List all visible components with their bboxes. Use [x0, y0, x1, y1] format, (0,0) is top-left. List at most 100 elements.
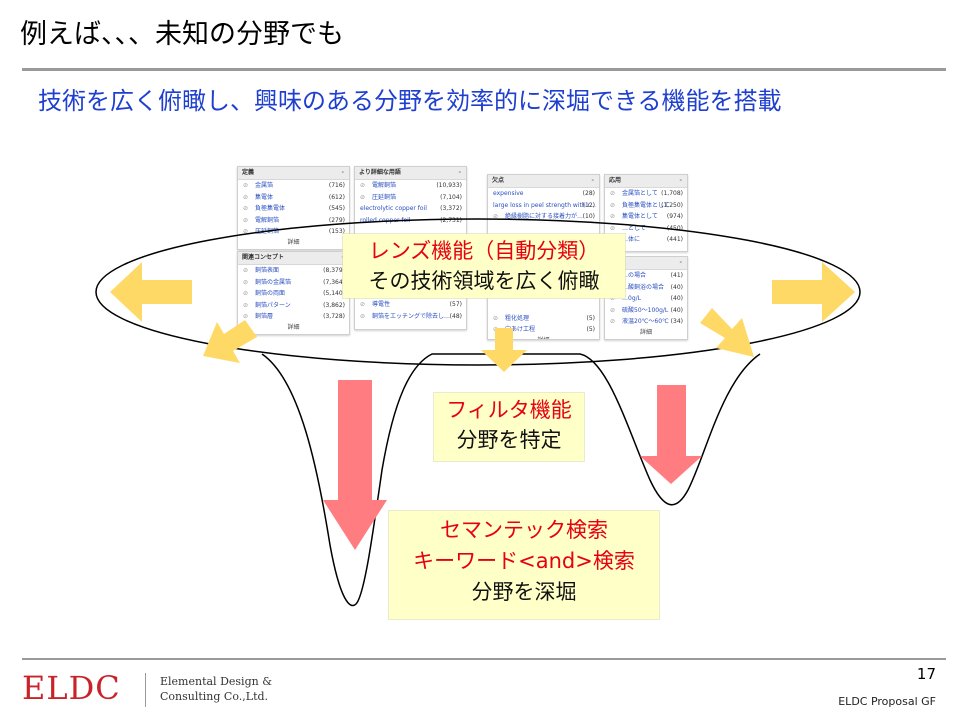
list-item[interactable]: ⊘圧延銅箔(7,104) [355, 192, 466, 204]
list-item[interactable]: ⊘銅箔層(3,728) [238, 311, 349, 323]
company-name-line2: Consulting Co.,Ltd. [160, 690, 269, 703]
term-count: (7,364) [323, 278, 345, 286]
tag-icon: ⊘ [493, 213, 499, 220]
term-link[interactable]: 液温20℃～60℃ [622, 318, 669, 325]
tag-icon: ⊘ [610, 224, 616, 232]
funnel-curve [261, 353, 761, 607]
lens-feature-title: レンズ機能（自動分類） [368, 239, 600, 263]
term-link[interactable]: 集電体として [622, 213, 658, 220]
term-link[interactable]: 導電性 [372, 301, 391, 308]
term-link[interactable]: electrolytic copper foil [360, 205, 427, 212]
semantic-search-callout: セマンテック検索 キーワード<and>検索 分野を深堀 [389, 511, 659, 619]
lens-feature-callout: レンズ機能（自動分類） その技術領域を広く俯瞰 [343, 234, 625, 298]
semantic-search-description: 分野を深堀 [471, 580, 577, 604]
list-item[interactable]: ⊘銅箔をエッチングで除去し…(48) [355, 311, 466, 323]
list-item[interactable]: ⊘硫酸50～100g/L(40) [605, 305, 687, 317]
term-link[interactable]: 粗化処理 [505, 314, 530, 322]
term-link[interactable]: 銅箔層 [255, 313, 274, 320]
list-item[interactable]: ⊘絶縁樹脂に対する接着力が…(10) [488, 211, 599, 223]
list-item[interactable]: ⊘銅箔の両面(5,140) [238, 288, 349, 300]
list-item[interactable]: ⊘銅箔パターン(3,862) [238, 300, 349, 312]
panel-header: 応用 - [605, 175, 687, 188]
term-link[interactable]: …の場合 [622, 272, 647, 279]
list-item[interactable]: rolled copper foil(2,731) [355, 215, 466, 227]
tag-icon: ⊘ [243, 290, 249, 297]
term-count: (1,250) [661, 201, 683, 209]
term-link[interactable]: 銅箔表面 [255, 267, 280, 274]
filter-feature-title: フィルタ機能 [446, 398, 572, 422]
panel-header: - [605, 257, 687, 270]
list-item[interactable]: ⊘金属箔として(1,708) [605, 188, 687, 200]
term-link[interactable]: …体に [622, 236, 641, 243]
list-item[interactable]: ⊘集電体として(974) [605, 211, 687, 223]
term-count: (40) [670, 283, 683, 291]
list-item[interactable]: ⊘負極集電体(545) [238, 203, 349, 215]
term-link[interactable]: expensive [493, 190, 524, 197]
list-item[interactable]: ⊘…0g/L(40) [605, 293, 687, 305]
term-count: (3,862) [323, 301, 345, 309]
term-count: (974) [666, 213, 683, 220]
list-item[interactable]: ⊘導電性(57) [355, 299, 466, 311]
red-arrow-right [640, 385, 702, 484]
panel-title: 定義 [242, 169, 255, 176]
collapse-icon[interactable]: - [679, 259, 683, 266]
tag-icon: ⊘ [243, 267, 249, 274]
term-link[interactable]: 銅箔をエッチングで除去し… [372, 312, 451, 320]
term-count: (7,104) [440, 193, 462, 201]
panel-title: 関連コンセプト [242, 254, 285, 261]
panel-header: より詳細な用語 - [355, 167, 466, 180]
list-item[interactable]: ⊘負極集電体として(1,250) [605, 200, 687, 212]
term-link[interactable]: 銅箔の両面 [255, 290, 286, 297]
list-item[interactable]: electrolytic copper foil(3,372) [355, 203, 466, 215]
term-link[interactable]: rolled copper foil [360, 216, 411, 224]
term-link[interactable]: 金属箔 [255, 182, 274, 189]
term-link[interactable]: 負極集電体として [622, 201, 670, 209]
details-link[interactable]: 詳細 [639, 328, 652, 336]
tag-icon: ⊘ [243, 313, 249, 320]
filter-feature-description: 分野を特定 [456, 428, 562, 452]
term-link[interactable]: 圧延銅箔 [372, 193, 397, 201]
term-link[interactable]: 絶縁樹脂に対する接着力が… [505, 213, 584, 220]
details-link[interactable]: 詳細 [287, 238, 300, 246]
term-link[interactable]: 負極集電体 [255, 205, 286, 212]
list-item[interactable]: ⊘粗化処理(5) [488, 313, 599, 325]
list-item[interactable]: ⊘銅箔の金属箔(7,364) [238, 277, 349, 289]
collapse-icon[interactable]: - [679, 177, 683, 184]
term-link[interactable]: large loss in peel strength with r… [493, 201, 597, 209]
list-item[interactable]: ⊘液温20℃～60℃(34) [605, 316, 687, 328]
collapse-icon[interactable]: - [458, 169, 462, 176]
term-link[interactable]: …として [622, 224, 646, 232]
term-count: (8,379) [323, 267, 345, 274]
term-link[interactable]: 穴あけ工程 [505, 326, 536, 333]
panel-conditions[interactable]: - ⊘…の場合(41) ⊘…酸銅浴の場合(40) ⊘…0g/L(40) ⊘硫酸5… [604, 256, 688, 340]
term-link[interactable]: 銅箔の金属箔 [255, 278, 292, 286]
term-link[interactable]: 硫酸50～100g/L [622, 306, 669, 314]
tag-icon: ⊘ [360, 301, 366, 308]
term-link[interactable]: 銅箔パターン [255, 301, 291, 309]
yellow-arrow-down [481, 328, 527, 372]
lens-feature-description: その技術領域を広く俯瞰 [368, 269, 600, 293]
tag-icon: ⊘ [610, 306, 616, 314]
list-item[interactable]: ⊘電解銅箔(10,933) [355, 180, 466, 192]
list-item[interactable]: ⊘集電体(612) [238, 192, 349, 204]
tag-icon: ⊘ [610, 318, 616, 325]
list-item[interactable]: expensive(28) [488, 188, 599, 200]
term-link[interactable]: 電解銅箔 [372, 182, 397, 189]
term-link[interactable]: 電解銅箔 [255, 216, 280, 224]
collapse-icon[interactable]: - [591, 177, 595, 184]
list-item[interactable]: large loss in peel strength with r…(12) [488, 200, 599, 212]
collapse-icon[interactable]: - [341, 169, 345, 176]
details-link[interactable]: 詳細 [537, 336, 550, 340]
details-link[interactable]: 詳細 [287, 323, 300, 331]
list-item[interactable]: ⊘ 銅箔表面 (8,379) [238, 265, 349, 277]
list-item[interactable]: ⊘…として(450) [605, 223, 687, 235]
term-link[interactable]: …0g/L [622, 295, 641, 302]
list-item[interactable]: ⊘金属箔(716) [238, 180, 349, 192]
panel-related-concepts[interactable]: 関連コンセプト - ⊘ 銅箔表面 (8,379) ⊘ 銅箔の金属箔 (7,364) ⊘ 銅… [237, 251, 350, 335]
panel-definition[interactable]: 定義 - ⊘金属箔(716) ⊘集電体(612) ⊘負極集電体(545) ⊘電解… [237, 166, 350, 250]
collapse-icon[interactable]: - [342, 252, 345, 264]
list-item[interactable]: ⊘電解銅箔(279) [238, 215, 349, 227]
term-link[interactable]: 集電体 [255, 193, 274, 201]
term-link[interactable]: …酸銅浴の場合 [622, 283, 665, 291]
term-link[interactable]: 金属箔として [622, 190, 658, 197]
